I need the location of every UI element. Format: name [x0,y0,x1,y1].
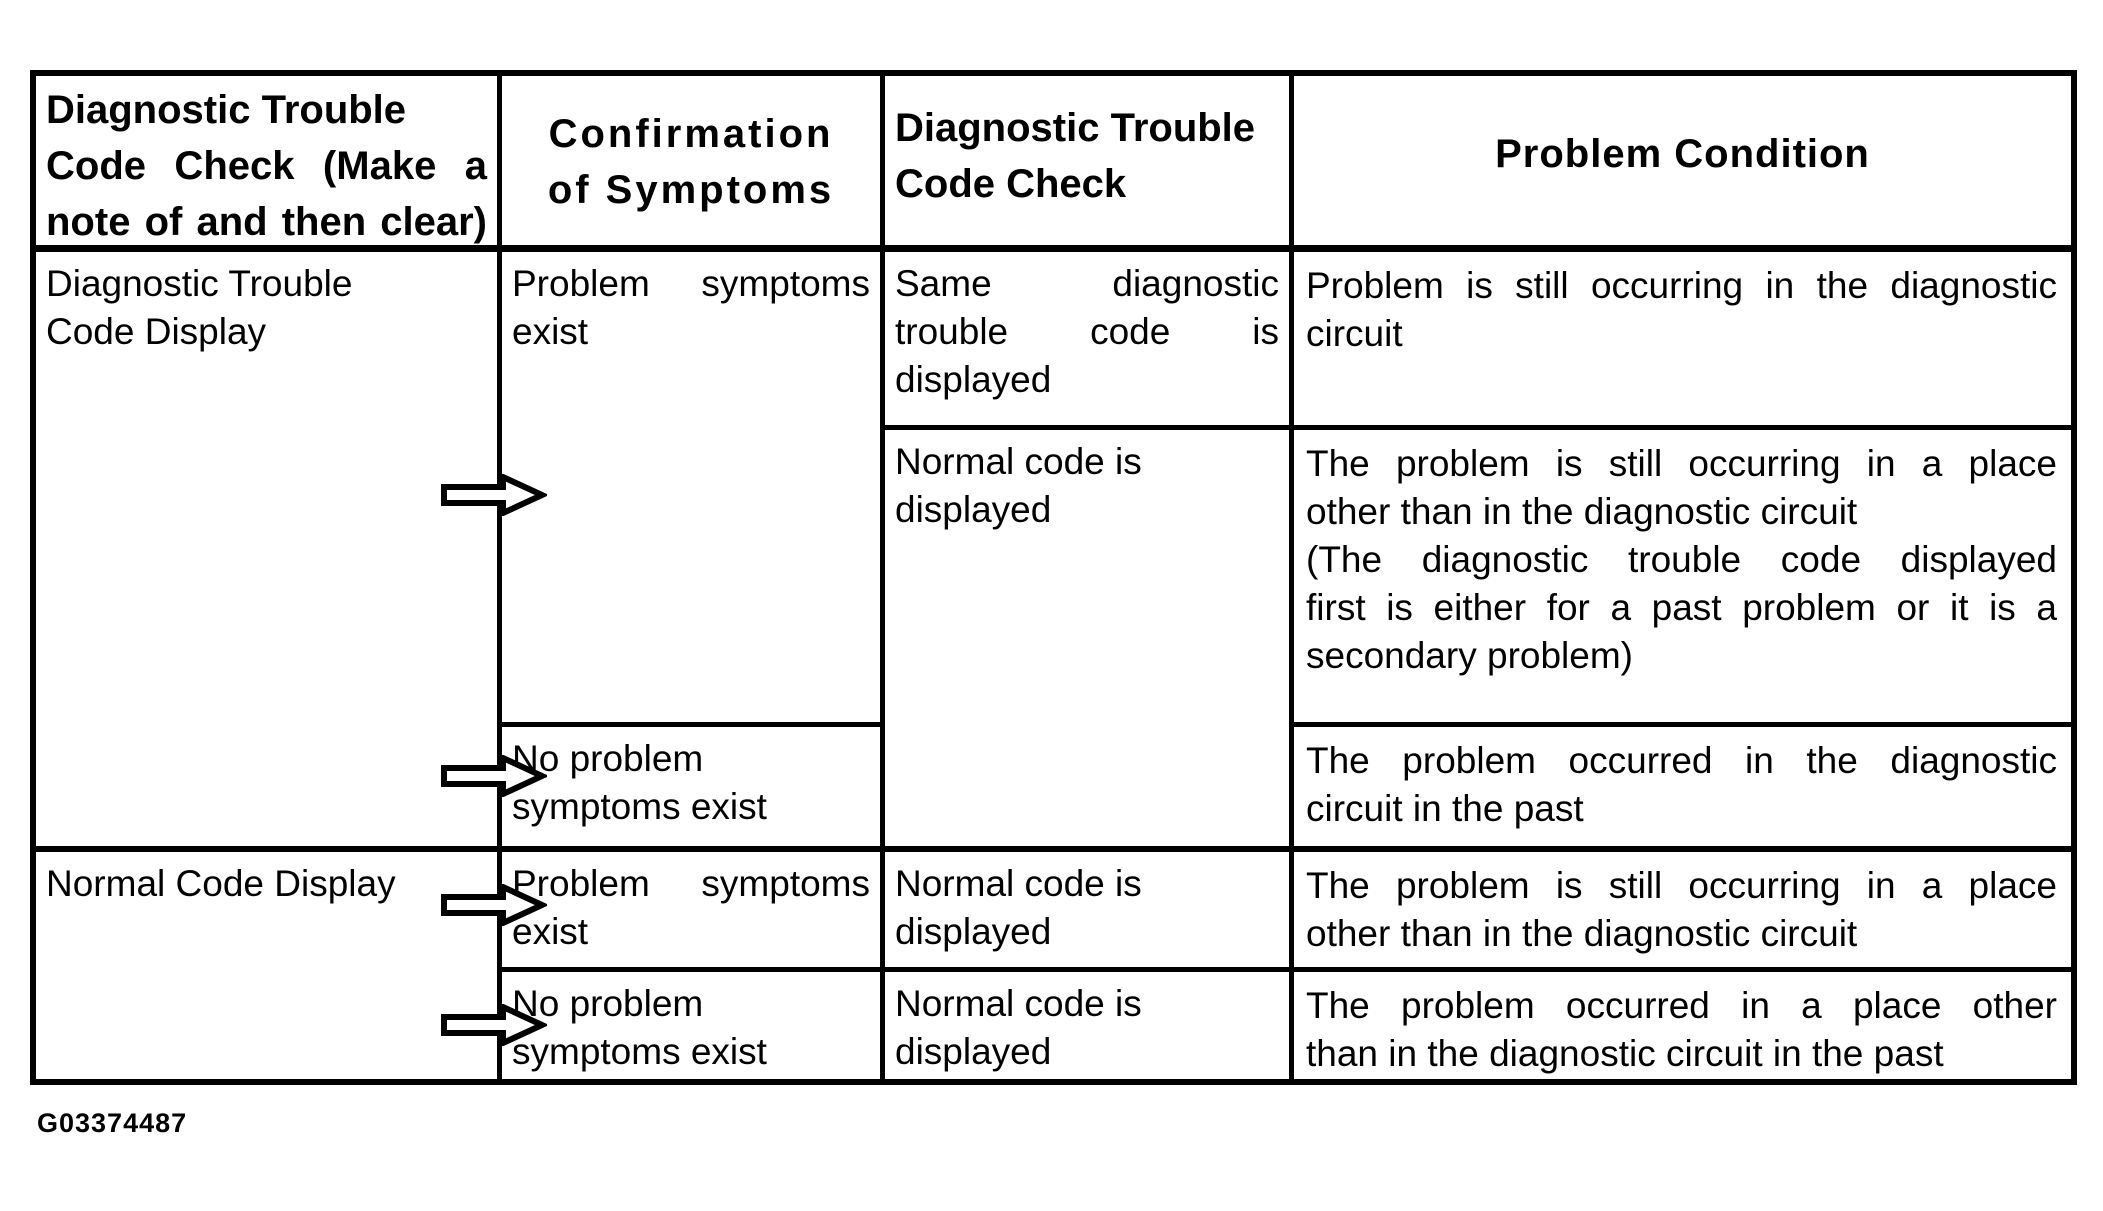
cell-r1-same-dtc-displayed: Same diagnostic trouble code is displaye… [885,252,1294,430]
text-line: displayed [895,489,1052,530]
cell-r4-problem-symptoms-exist: Problem symptoms exist [502,852,885,972]
text-line: No problem [512,983,704,1024]
text-line: of Symptoms [547,168,835,212]
text-line: The problem occurred in the diagnostic [1306,740,2057,781]
cell-r4-problem-condition: The problem is still occurring in a plac… [1294,852,2071,972]
cell-normal-code-display: Normal Code Display [36,852,502,1079]
text-line: Normal code is [895,441,1142,482]
text-line: Diagnostic Trouble [895,106,1256,150]
text-line: other than in the diagnostic circuit [1306,491,1858,532]
figure-code-label: G03374487 [37,1108,188,1138]
cell-r5-normal-code-displayed: Normal code is displayed [885,972,1294,1079]
right-arrow-icon [441,884,547,926]
cell-r1-problem-condition: Problem is still occurring in the diagno… [1294,252,2071,430]
cell-r2-normal-code-displayed: Normal code is displayed [885,430,1294,852]
right-arrow-icon [441,1004,547,1046]
header-dtc-check-note: Diagnostic Trouble Code Check (Make a no… [36,76,502,252]
text-line: Problem Condition [1495,132,1870,176]
text-line: (The diagnostic trouble code displayed [1306,539,2057,580]
right-arrow-icon [441,755,547,797]
cell-r5-no-problem-symptoms: No problem symptoms exist [502,972,885,1079]
text-line: The problem occurred in a place other [1306,985,2057,1026]
cell-r5-problem-condition: The problem occurred in a place other th… [1294,972,2071,1079]
header-problem-condition: Problem Condition [1294,76,2071,252]
text-line: first is either for a past problem or it… [1306,587,2057,628]
text-line: Confirmation [548,112,834,156]
text-line: Normal Code Display [46,863,396,904]
text-line: than in the diagnostic circuit in the pa… [1306,1033,1944,1074]
text-line: exist [512,911,589,952]
cell-r1-problem-symptoms-exist: Problem symptoms exist [502,252,885,727]
text-line: Diagnostic Trouble [46,263,353,304]
text-line: Code Check [895,162,1127,206]
cell-dtc-display: Diagnostic Trouble Code Display [36,252,502,852]
text-line: symptoms exist [512,1031,767,1072]
text-line: note of and then clear) [46,200,487,244]
text-line: displayed [895,911,1052,952]
text-line: Problem is still occurring in the diagno… [1306,265,2057,306]
text-line: Same diagnostic [895,263,1279,304]
header-confirmation-of-symptoms: Confirmation of Symptoms [502,76,885,252]
cell-r4-normal-code-displayed: Normal code is displayed [885,852,1294,972]
cell-r2-problem-condition: The problem is still occurring in a plac… [1294,430,2071,727]
text-line: Problem symptoms [512,263,870,304]
text-line: circuit in the past [1306,788,1584,829]
header-dtc-check: Diagnostic Trouble Code Check [885,76,1294,252]
text-line: Normal code is [895,983,1142,1024]
text-line: other than in the diagnostic circuit [1306,913,1858,954]
text-line: No problem [512,738,704,779]
text-line: Problem symptoms [512,863,870,904]
text-line: trouble code is [895,311,1279,352]
text-line: displayed [895,359,1052,400]
text-line: Code Display [46,311,267,352]
cell-r3-problem-condition: The problem occurred in the diagnostic c… [1294,727,2071,852]
text-line: Diagnostic Trouble [46,88,407,132]
text-line: Normal code is [895,863,1142,904]
text-line: The problem is still occurring in a plac… [1306,865,2057,906]
right-arrow-icon [441,474,547,516]
text-line: displayed [895,1031,1052,1072]
text-line: secondary problem) [1306,635,1633,676]
text-line: circuit [1306,313,1403,354]
text-line: The problem is still occurring in a plac… [1306,443,2057,484]
text-line: Code Check (Make a [46,144,487,188]
text-line: symptoms exist [512,786,767,827]
diagnostic-trouble-code-table: Diagnostic Trouble Code Check (Make a no… [30,70,2077,1085]
text-line: exist [512,311,589,352]
cell-r3-no-problem-symptoms: No problem symptoms exist [502,727,885,852]
